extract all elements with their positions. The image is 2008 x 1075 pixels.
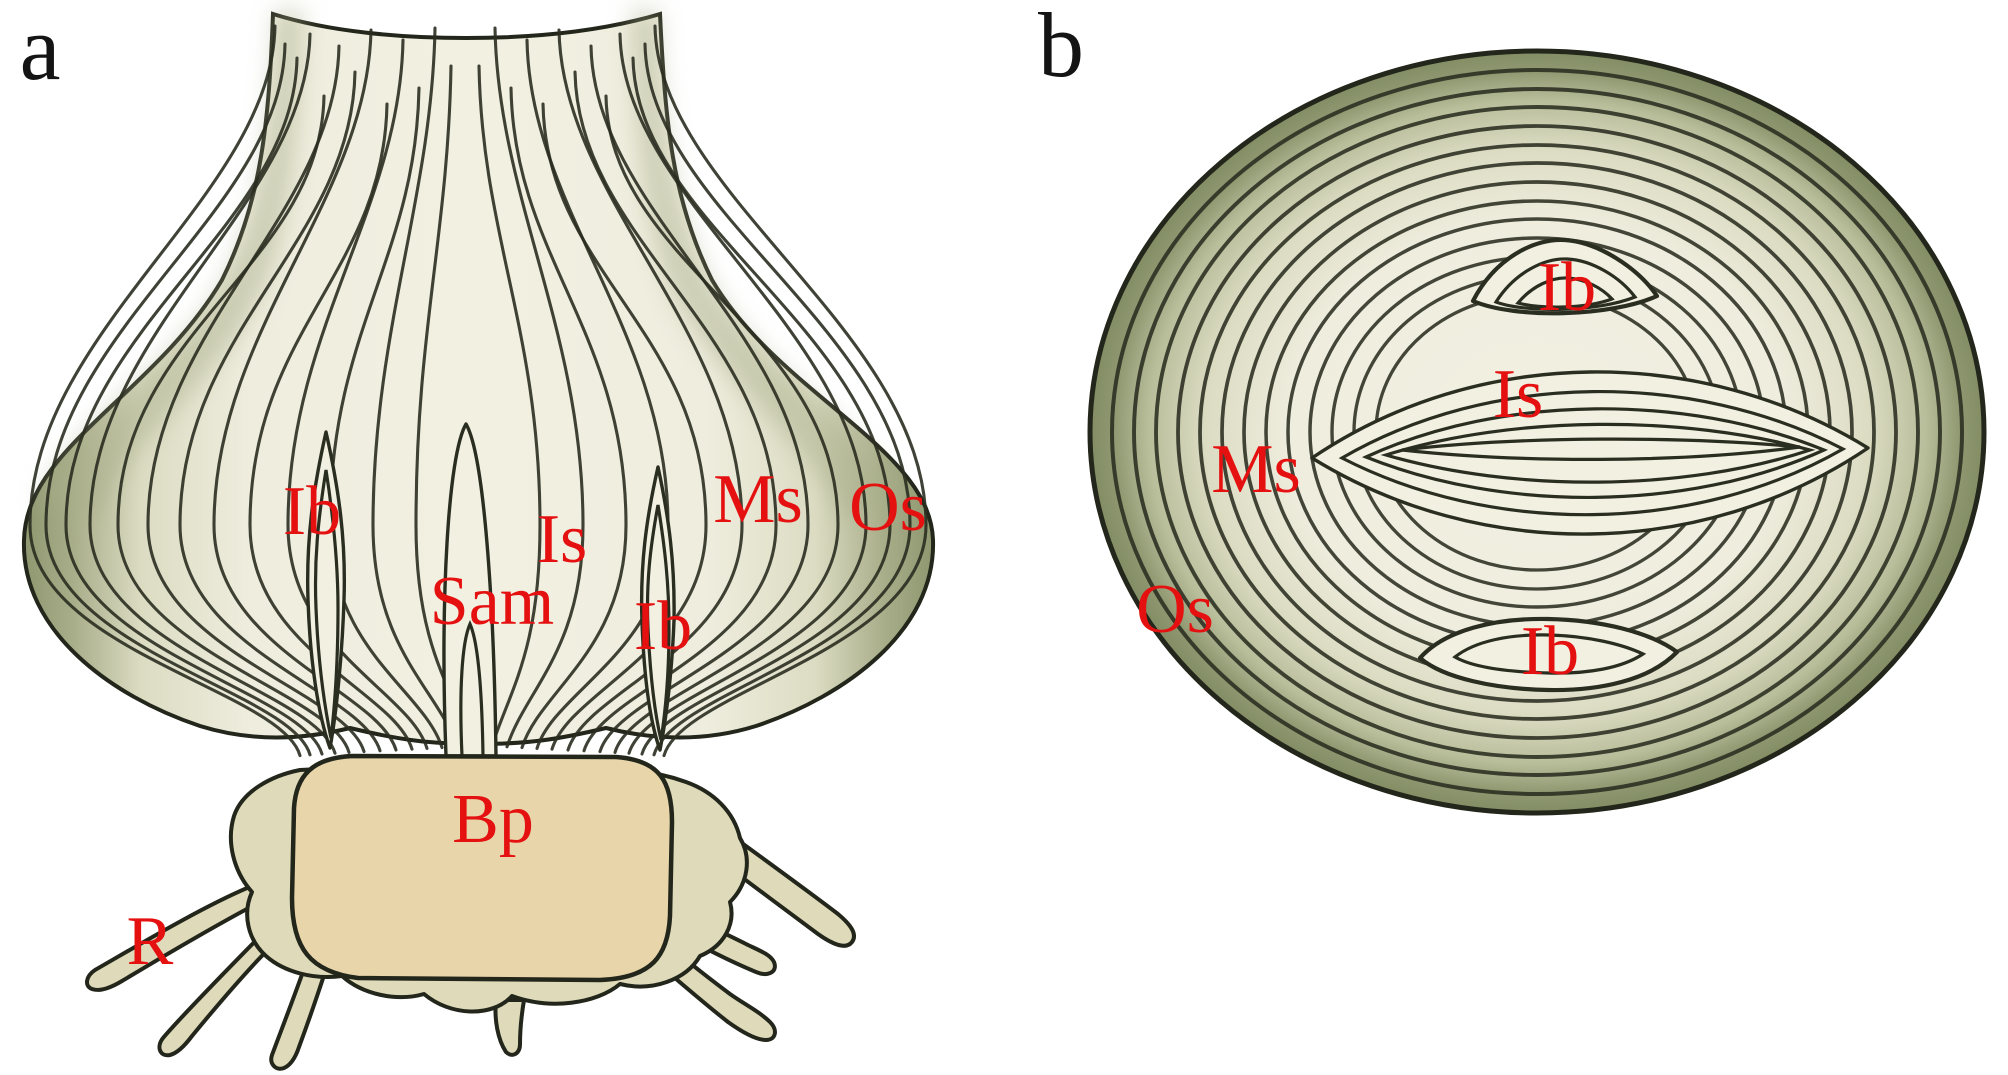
bottom-bud-lens xyxy=(1417,616,1680,693)
label-basal-plate: Bp xyxy=(452,781,534,858)
top-bud-lens xyxy=(1470,237,1660,316)
longitudinal-section-drawing xyxy=(21,10,936,1071)
lateral-bud-left-lens xyxy=(305,430,347,750)
scale-line xyxy=(643,42,912,757)
scale-line xyxy=(64,56,324,756)
scale-line xyxy=(541,102,708,751)
label-inner-scales-a: Is xyxy=(536,501,588,578)
scale-line xyxy=(28,24,302,758)
ring xyxy=(1198,143,1876,721)
ring xyxy=(1132,87,1942,777)
scale-line xyxy=(44,42,312,757)
label-incipient-bud-right: Ib xyxy=(633,588,693,665)
transverse-section-drawing xyxy=(1087,48,1987,816)
scale-line xyxy=(116,94,351,754)
ring xyxy=(1220,161,1854,703)
label-roots: R xyxy=(126,903,174,980)
label-outer-scales-b: Os xyxy=(1136,571,1214,648)
label-incipient-bud-top: Ib xyxy=(1537,249,1597,326)
panel-a-letter: a xyxy=(19,0,61,99)
scale-line xyxy=(493,26,585,749)
basal-plate-shape xyxy=(289,753,675,983)
scale-line xyxy=(88,32,337,755)
label-incipient-bud-bottom: Ib xyxy=(1520,613,1580,690)
scale-line xyxy=(146,44,366,754)
panel-b-letter: b xyxy=(1038,0,1084,96)
scale-line xyxy=(286,38,429,750)
ring xyxy=(1110,68,1964,796)
shoot-apical-meristem-arch xyxy=(442,422,498,758)
root-finger xyxy=(85,884,260,992)
bulb-outline xyxy=(21,11,936,747)
scale-line xyxy=(631,56,892,756)
scale-line xyxy=(557,28,744,752)
lateral-bud-right-lens xyxy=(639,465,676,752)
scale-line xyxy=(509,86,628,750)
scale-line xyxy=(477,64,542,748)
scale-line xyxy=(371,26,459,749)
label-shoot-apical-meristem: Sam xyxy=(429,563,555,640)
label-incipient-bud-left: Ib xyxy=(282,473,342,550)
scale-line xyxy=(248,102,414,751)
ring xyxy=(1176,124,1898,740)
root-finger xyxy=(493,998,526,1057)
label-middle-scales-a: Ms xyxy=(713,461,803,538)
scale-lines xyxy=(28,24,928,758)
scale-line xyxy=(653,24,928,758)
scale-line xyxy=(604,94,840,754)
root-finger xyxy=(157,926,282,1058)
label-outer-scales-a: Os xyxy=(849,469,927,546)
label-middle-scales-b: Ms xyxy=(1211,431,1301,508)
ring xyxy=(1154,105,1920,759)
inner-scales-lens xyxy=(1310,370,1870,536)
label-inner-scales-b: Is xyxy=(1492,356,1544,433)
